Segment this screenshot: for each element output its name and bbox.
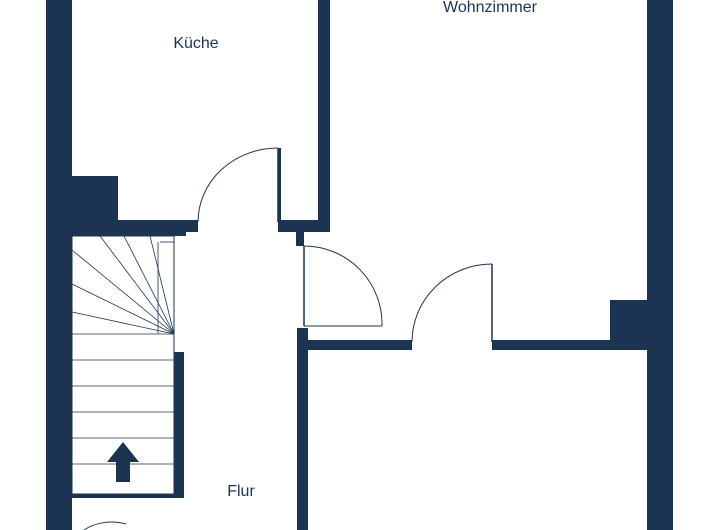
stair-wall-top: [72, 232, 186, 236]
stair-wall-bottom: [72, 494, 184, 498]
wall-lower-room-top-left: [297, 340, 412, 350]
wall-hall-right: [297, 328, 308, 530]
wall-kitchen-living: [318, 0, 330, 232]
entrance-door: [83, 521, 127, 530]
outer-wall-left: [46, 0, 72, 530]
kitchen-door-jamb: [278, 148, 281, 222]
room-label-living: Wohnzimmer: [443, 0, 538, 16]
door-kitchen: [197, 147, 279, 223]
kitchen-column: [72, 176, 118, 222]
living-column: [610, 300, 647, 340]
room-label-hall: Flur: [227, 483, 255, 500]
wall-lower-room-top-right: [492, 340, 650, 350]
outer-wall-right: [647, 0, 673, 530]
wall-stub: [296, 232, 304, 246]
wall-kitchen-bottom-right: [278, 220, 330, 232]
room-label-kitchen: Küche: [173, 35, 218, 52]
stair-wall-right: [174, 352, 184, 498]
door-living: [303, 245, 383, 327]
door-lower-room: [411, 263, 493, 343]
stair-direction-arrow-icon: [107, 442, 139, 482]
wall-kitchen-bottom-left: [72, 220, 198, 232]
